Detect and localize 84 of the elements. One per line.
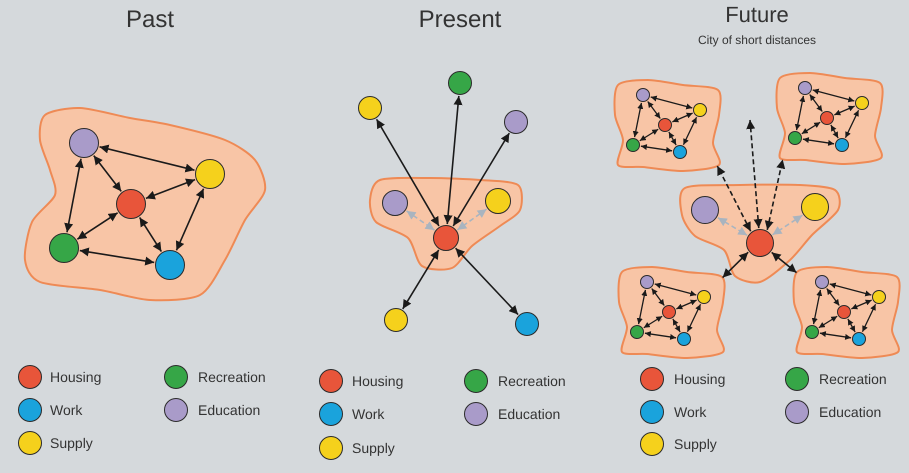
area-outline <box>791 264 901 361</box>
arrow <box>844 110 860 138</box>
arrow <box>376 118 440 226</box>
area-outline <box>367 175 523 271</box>
legend-label: Housing <box>674 371 726 387</box>
legend-label: Recreation <box>198 369 266 385</box>
legend-label: Recreation <box>498 373 566 389</box>
arrow <box>643 316 663 328</box>
arrow <box>830 282 872 296</box>
arrow <box>794 96 806 130</box>
area-outline <box>22 105 268 303</box>
arrow <box>64 158 84 232</box>
arrow <box>812 290 822 324</box>
arrow <box>138 217 162 252</box>
arrow <box>682 116 698 146</box>
legend-label: Supply <box>674 436 717 452</box>
arrow <box>820 331 852 340</box>
arrow <box>716 166 752 232</box>
arrow <box>444 96 462 224</box>
arrow <box>99 144 195 172</box>
legend-label: Education <box>498 406 560 422</box>
panel-subtitle: City of short distances <box>698 33 816 47</box>
arrow <box>834 106 855 116</box>
area-outline <box>616 264 726 361</box>
arrow <box>862 304 876 332</box>
arrow <box>651 288 665 306</box>
arrow <box>826 288 840 306</box>
arrow <box>76 212 118 240</box>
arrow <box>452 132 510 226</box>
arrow <box>668 132 677 146</box>
legend-label: Housing <box>50 369 102 385</box>
arrow <box>812 88 854 102</box>
panel-title: Future <box>725 2 789 28</box>
legend-label: Supply <box>50 435 93 451</box>
arrow <box>764 159 786 230</box>
area-outline <box>774 70 884 167</box>
circle-node <box>504 110 528 134</box>
arrow <box>176 188 204 251</box>
arrow <box>639 128 659 142</box>
arrow <box>847 318 856 332</box>
arrow <box>632 102 644 138</box>
arrow <box>717 217 748 236</box>
arrow <box>402 250 440 310</box>
legend-label: Housing <box>352 373 404 389</box>
arrow <box>636 290 648 324</box>
arrow <box>801 122 821 134</box>
circle-node <box>384 308 408 332</box>
arrow <box>456 208 488 231</box>
arrow <box>640 144 672 153</box>
legend-label: Work <box>352 406 384 422</box>
arrow <box>647 101 661 119</box>
legend-label: Work <box>674 404 706 420</box>
arrow <box>830 124 839 138</box>
legend-label: Recreation <box>819 371 887 387</box>
arrow <box>851 300 872 310</box>
arrow <box>722 252 749 278</box>
arrow <box>406 210 435 231</box>
arrow <box>809 94 823 112</box>
arrow <box>771 252 798 274</box>
arrow <box>772 214 803 236</box>
arrow <box>746 120 763 228</box>
legend-label: Education <box>819 404 882 420</box>
arrow <box>672 112 693 122</box>
arrow <box>654 282 696 296</box>
arrow <box>672 318 681 332</box>
arrow <box>644 331 676 340</box>
circle-node <box>448 71 472 95</box>
arrow <box>80 248 154 266</box>
circle-node <box>358 96 382 120</box>
arrow <box>676 300 697 310</box>
arrow <box>686 304 702 332</box>
panel-title: Present <box>418 6 502 34</box>
arrow <box>818 316 838 328</box>
area-outline <box>612 77 722 174</box>
legend-label: Education <box>198 402 260 418</box>
panel-title: Past <box>126 6 174 34</box>
arrow <box>802 137 834 146</box>
arrow <box>650 96 692 110</box>
arrow <box>455 248 519 316</box>
circle-node <box>515 312 539 336</box>
legend-label: Work <box>50 402 82 418</box>
arrow <box>146 178 196 200</box>
legend-label: Supply <box>352 440 395 456</box>
arrow <box>93 155 122 192</box>
